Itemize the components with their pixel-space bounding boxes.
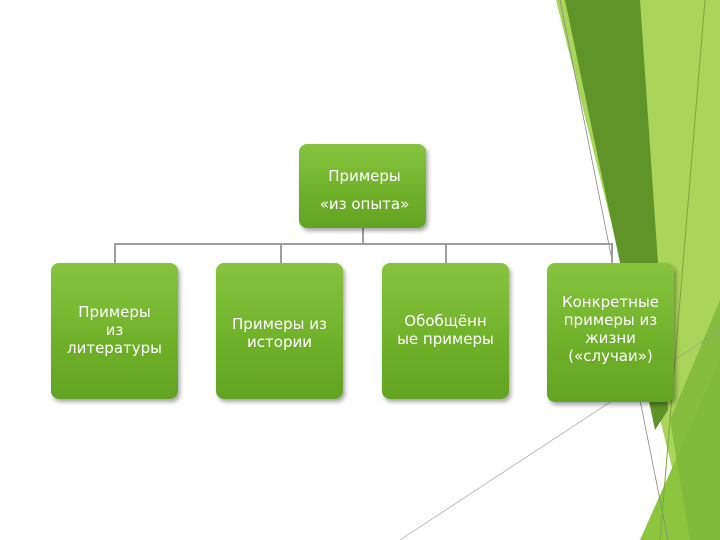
child-node-life-cases: Конкретные примеры из жизни («случаи») xyxy=(547,263,674,402)
child-node-history-label: Примеры из истории xyxy=(216,315,343,351)
child-node-generalized: Обобщённ ые примеры xyxy=(382,263,509,399)
connector-root-stem xyxy=(362,228,364,244)
root-node-label: Примеры «из опыта» xyxy=(303,162,426,218)
connector-child-4 xyxy=(611,243,613,263)
connector-child-1 xyxy=(114,243,116,263)
connector-child-2 xyxy=(280,243,282,263)
child-node-generalized-label: Обобщённ ые примеры xyxy=(382,312,509,348)
child-node-literature: Примеры из литературы xyxy=(51,263,178,399)
connector-horizontal-bar xyxy=(114,243,612,245)
child-node-history: Примеры из истории xyxy=(216,263,343,399)
connector-child-3 xyxy=(445,243,447,263)
child-node-life-cases-label: Конкретные примеры из жизни («случаи») xyxy=(547,293,674,365)
child-node-literature-label: Примеры из литературы xyxy=(51,303,178,357)
root-node-box: Примеры «из опыта» xyxy=(299,144,426,228)
